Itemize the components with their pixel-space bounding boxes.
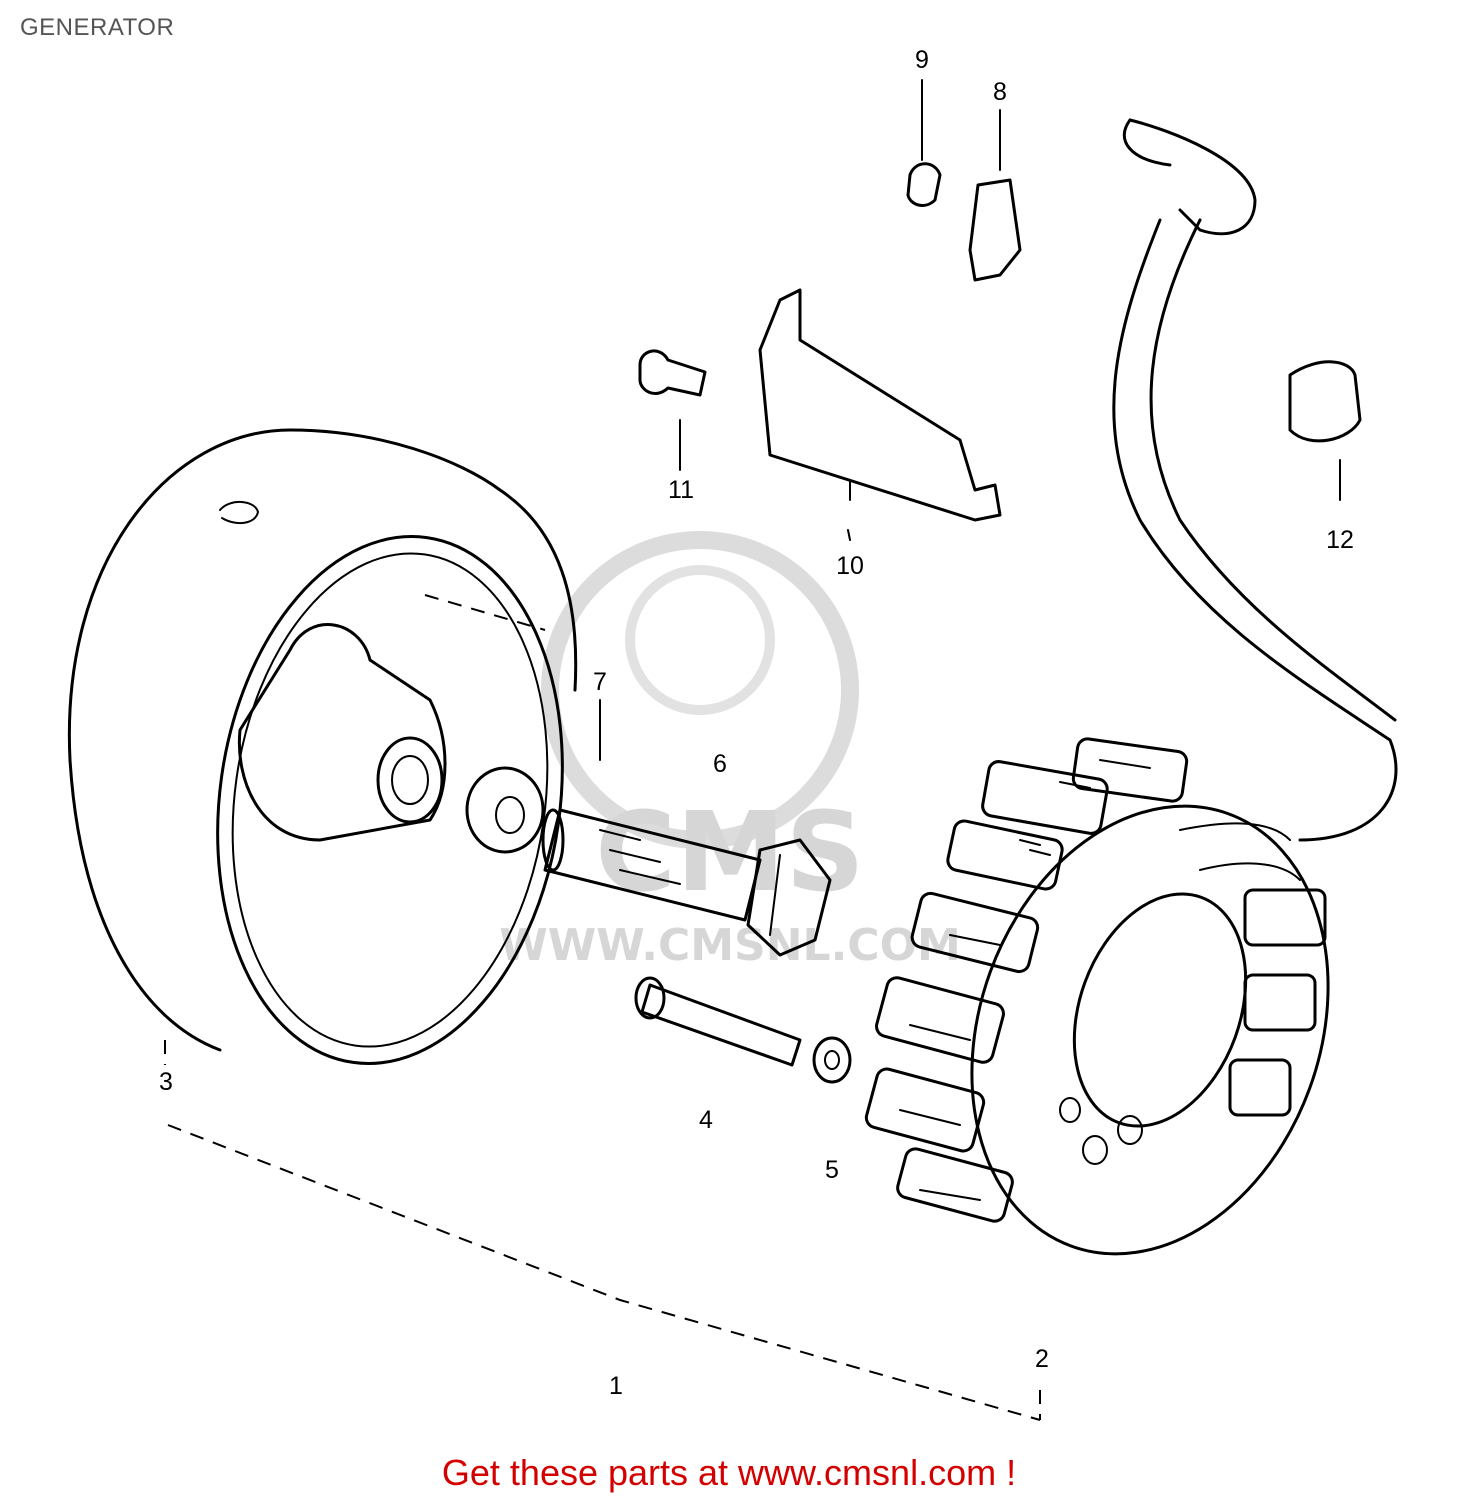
watermark-url: WWW.CMSNL.COM <box>499 920 961 971</box>
part-label-9: 9 <box>915 46 929 74</box>
washer-7-drawing <box>465 699 601 854</box>
stator-drawing <box>864 737 1330 1256</box>
wire-harness-drawing <box>1112 118 1398 881</box>
part-label-3: 3 <box>159 1068 173 1096</box>
part-label-4: 4 <box>699 1106 713 1134</box>
rotor-drawing <box>67 428 578 1065</box>
page-title: GENERATOR <box>20 14 175 41</box>
part-label-7: 7 <box>593 668 607 696</box>
cover-10-drawing <box>758 288 1002 541</box>
part-label-10: 10 <box>836 552 864 580</box>
footer-link[interactable]: Get these parts at www.cmsnl.com ! <box>441 1452 1017 1493</box>
part-label-5: 5 <box>825 1156 839 1184</box>
part-label-6: 6 <box>713 750 727 778</box>
screw-9-drawing <box>906 79 942 207</box>
part-label-1: 1 <box>609 1372 623 1400</box>
bolt-6-drawing <box>541 808 832 957</box>
assembly-bracket <box>164 1040 1041 1421</box>
screw-11-drawing <box>638 349 707 471</box>
watermark-logo: CMS WWW.CMSNL.COM <box>499 531 961 971</box>
part-label-2: 2 <box>1035 1345 1049 1373</box>
part-label-12: 12 <box>1326 526 1354 554</box>
screw-4-drawing <box>634 976 852 1084</box>
part-label-8: 8 <box>993 78 1007 106</box>
part-label-11: 11 <box>668 476 694 504</box>
grommet-12-drawing <box>1288 360 1362 501</box>
clamp-8-drawing <box>968 109 1022 282</box>
